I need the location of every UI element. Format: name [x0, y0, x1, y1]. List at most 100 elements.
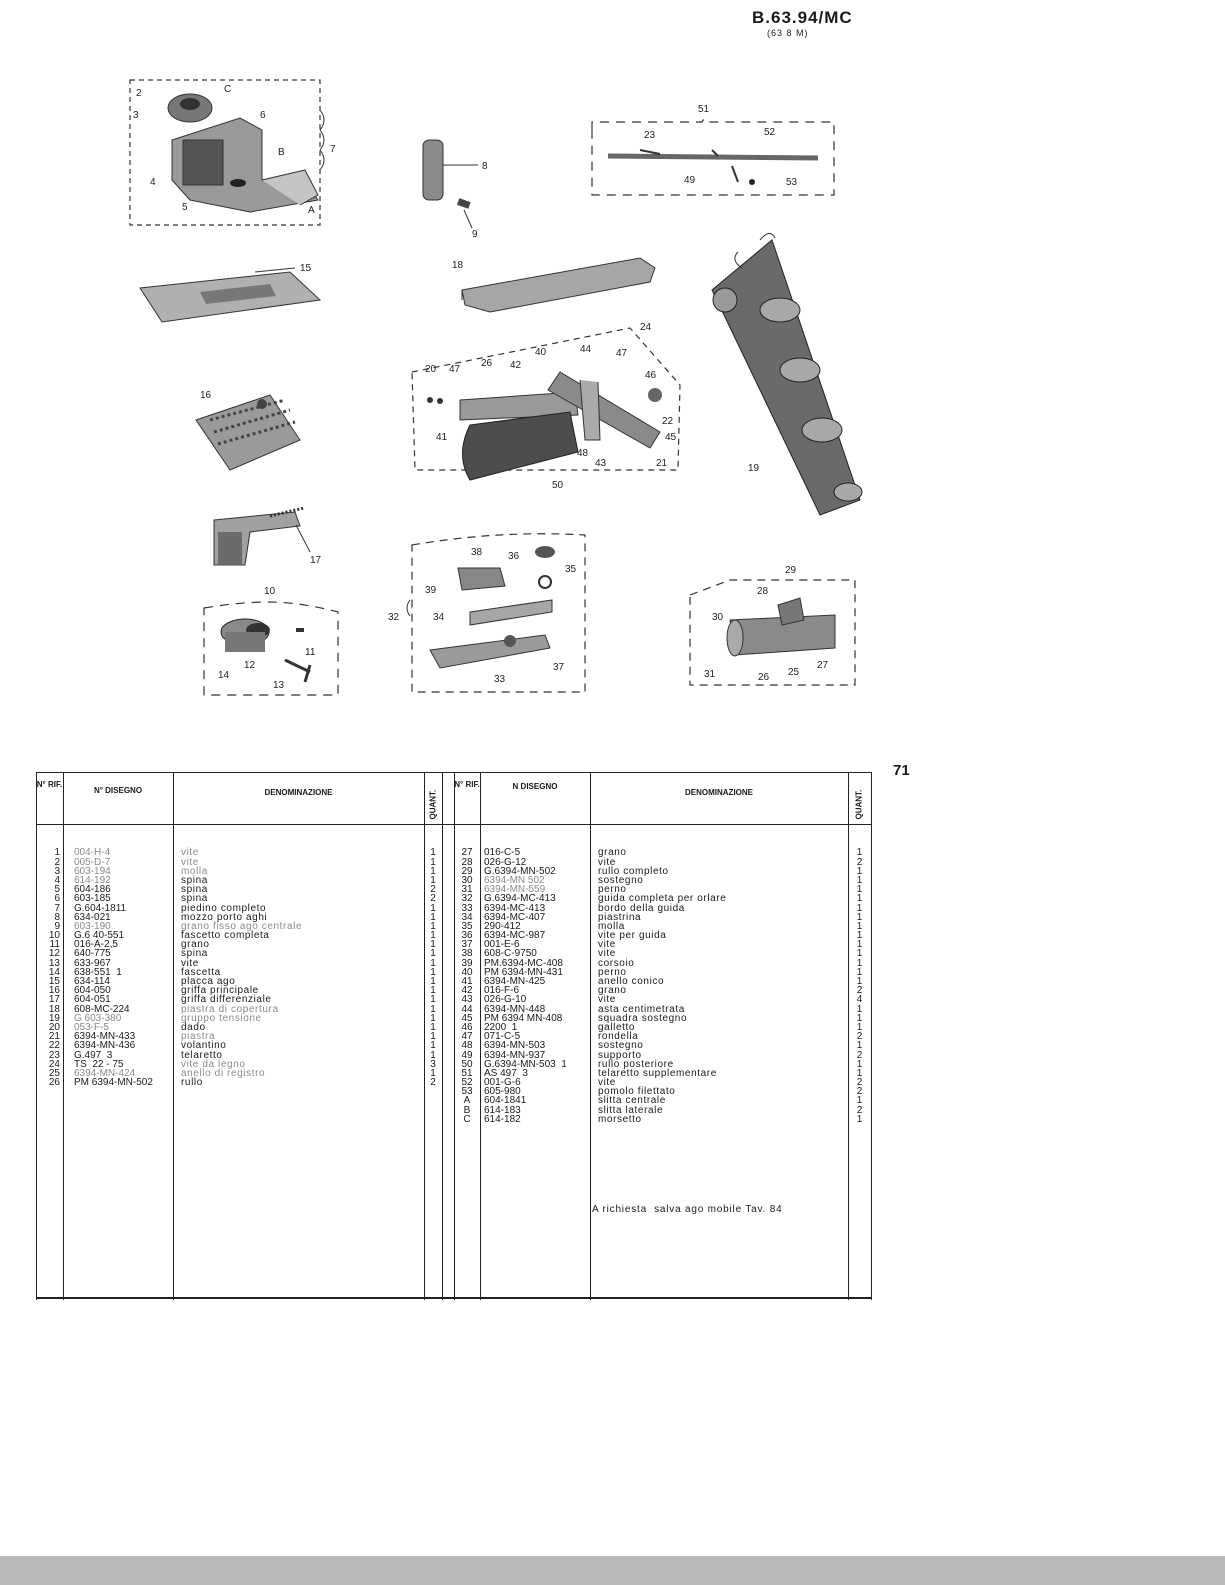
cell-q: 2 [856, 985, 863, 997]
cell-den: guida completa per orlare [598, 893, 727, 905]
callout-B: B [278, 147, 285, 158]
cell-den: rullo posteriore [598, 1058, 674, 1070]
hem-guide-drawing [429, 546, 555, 669]
cell-disegno: G.604-1811 [74, 902, 127, 914]
cell-rif: 51 [461, 1067, 473, 1079]
cell-disegno: 638-551 1 [74, 966, 122, 978]
frame-23-drawing [607, 149, 819, 185]
cell-rif: 34 [461, 911, 473, 923]
callout-35: 35 [565, 564, 577, 575]
cell-disegno: PM 6394-MN-431 [484, 966, 563, 978]
cell-q: 2 [856, 1086, 863, 1098]
cell-rif: 32 [461, 893, 473, 905]
cell-disegno: PM.6394-MC-408 [484, 957, 563, 969]
cell-q: 1 [430, 1012, 436, 1024]
callout-2: 2 [136, 88, 142, 99]
cell-den: mozzo porto aghi [181, 911, 268, 923]
cell-den: perno [598, 884, 627, 896]
cell-rif: 27 [461, 847, 473, 859]
table-note: A richiesta salva ago mobile Tav. 84 [592, 1204, 783, 1215]
cell-den: piastrina [598, 911, 642, 923]
cell-den: fascetto completa [181, 930, 270, 942]
cell-rif: 5 [54, 884, 60, 896]
cell-rif: C [463, 1113, 471, 1125]
cell-q: 1 [856, 1113, 863, 1125]
cell-q: 1 [430, 1067, 436, 1079]
cell-q: 1 [430, 911, 436, 923]
callout-23: 23 [644, 130, 656, 141]
cell-rif: 53 [461, 1086, 473, 1098]
cell-den: vite per guida [598, 930, 667, 942]
cell-q: 2 [856, 1049, 863, 1061]
cover-plate-drawing [461, 257, 656, 313]
cell-rif: 49 [461, 1049, 473, 1061]
cell-den: gruppo tensione [181, 1012, 262, 1024]
cell-den: vite [598, 1077, 616, 1089]
cell-disegno: 6394-MN-425 [484, 976, 546, 988]
cell-q: 1 [430, 902, 436, 914]
catalog-subcode: (63 8 M) [767, 28, 809, 38]
callout-3: 3 [133, 110, 139, 121]
cell-disegno: PM 6394-MN-502 [74, 1077, 153, 1089]
callout-9: 9 [472, 229, 478, 240]
cell-rif: 9 [54, 920, 60, 932]
cell-disegno: 004-H-4 [74, 847, 111, 859]
cell-disegno: 001-G-6 [484, 1077, 521, 1089]
cell-den: spina [181, 948, 208, 960]
scan-bottom-band [0, 1556, 1225, 1585]
callout-14: 14 [218, 670, 230, 681]
cell-rif: 29 [461, 865, 473, 877]
needle-holder-drawing [422, 139, 478, 229]
cell-den: grano [181, 939, 210, 951]
cell-disegno: G.6394-MC-413 [484, 893, 556, 905]
header-disegno-2: N DISEGNO [512, 782, 558, 791]
cell-q: 1 [856, 930, 863, 942]
cell-q: 1 [430, 994, 436, 1006]
feed-dog-drawing [195, 394, 301, 471]
cell-q: 1 [856, 1058, 863, 1070]
cell-q: 1 [856, 1012, 863, 1024]
cell-q: 1 [856, 1021, 863, 1033]
cell-den: galletto [598, 1021, 636, 1033]
cell-den: molla [181, 865, 208, 877]
cell-rif: 43 [461, 994, 473, 1006]
cell-q: 1 [430, 966, 436, 978]
cell-rif: 14 [48, 966, 60, 978]
callout-49: 49 [684, 175, 696, 186]
cell-q: 1 [430, 1003, 436, 1015]
cell-rif: 38 [461, 948, 473, 960]
cell-den: dado [181, 1021, 206, 1033]
cell-den: grano [598, 847, 627, 859]
cell-q: 1 [856, 957, 863, 969]
cell-den: vite [181, 847, 199, 859]
cell-q: 1 [856, 865, 863, 877]
cell-den: fascetta [181, 966, 221, 978]
cell-disegno: 6394-MN-448 [484, 1003, 546, 1015]
cell-disegno: TS 22 - 75 [74, 1058, 124, 1070]
callout-37: 37 [553, 662, 565, 673]
group-32-frame [411, 533, 586, 693]
cell-disegno: 6394-MC-407 [484, 911, 546, 923]
cell-rif: 40 [461, 966, 473, 978]
cell-disegno: 614-183 [484, 1104, 521, 1116]
cell-q: 1 [430, 976, 436, 988]
cell-disegno: G.6 40-551 [74, 930, 125, 942]
cell-rif: 22 [48, 1040, 60, 1052]
cell-den: vite [181, 957, 199, 969]
cell-q: 1 [856, 1003, 863, 1015]
cell-disegno: 603-185 [74, 893, 111, 905]
cell-den: vite [598, 856, 616, 868]
cell-rif: 16 [48, 985, 60, 997]
cell-rif: 24 [48, 1058, 60, 1070]
cell-q: 1 [856, 939, 863, 951]
cell-disegno: 016-F-6 [484, 985, 520, 997]
cell-rif: 30 [461, 874, 473, 886]
group-51-frame [591, 118, 835, 196]
cell-den: rullo completo [598, 865, 669, 877]
cell-den: rondella [598, 1031, 639, 1043]
callout-43: 43 [595, 458, 607, 469]
cell-rif: 33 [461, 902, 473, 914]
cell-den: slitta centrale [598, 1095, 666, 1107]
